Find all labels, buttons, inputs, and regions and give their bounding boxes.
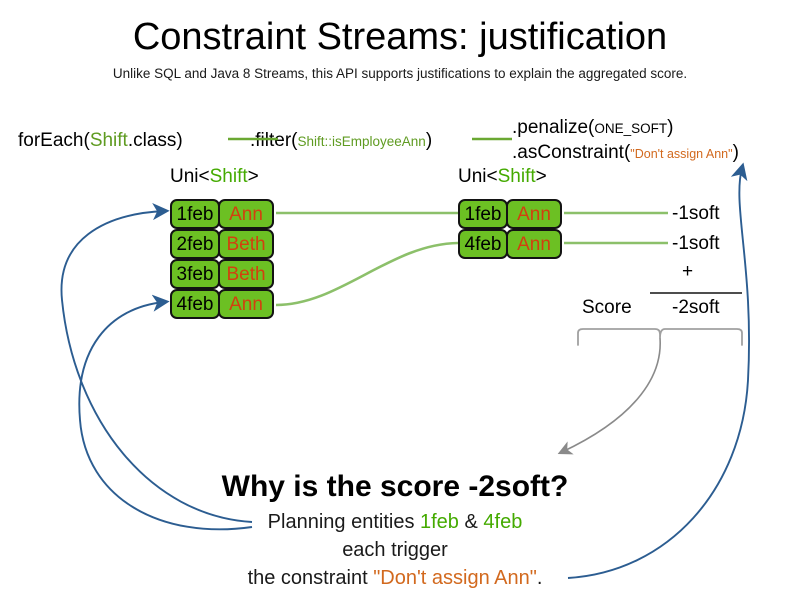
shift-employee: Beth [218, 229, 274, 259]
explanation-line-3: the constraint "Don't assign Ann". [0, 567, 795, 590]
sum-operator: + [682, 261, 694, 282]
connector-left-4feb-to-right-4feb [275, 241, 459, 307]
table-row[interactable]: 2feb Beth [170, 229, 274, 259]
uni-label-right: Uni<Shift> [458, 166, 547, 188]
expl-entity-4feb: 4feb [483, 511, 523, 533]
uni-right-type: Shift [497, 166, 536, 187]
page-title: Constraint Streams: justification [132, 16, 668, 58]
uni-left-type: Shift [209, 166, 248, 187]
expl-constraint-name: "Don't assign Ann" [373, 567, 537, 589]
expl-1-prefix: Planning entities [267, 511, 420, 533]
table-row[interactable]: 4feb Ann [170, 289, 274, 319]
expl-1-amp: & [458, 511, 484, 533]
code-filter-prefix: .filter( [250, 130, 298, 151]
code-filter-suffix: ) [425, 130, 433, 151]
shift-employee: Ann [506, 229, 562, 259]
code-asconstraint-suffix: ) [732, 142, 739, 163]
score-brace [577, 328, 743, 346]
code-asconstraint: .asConstraint("Don't assign Ann") [512, 143, 739, 163]
table-row[interactable]: 1feb Ann [170, 199, 274, 229]
code-penalize-suffix: ) [667, 117, 674, 138]
shift-date: 4feb [458, 229, 508, 259]
code-filter: .filter(Shift::isEmployeeAnn) [250, 131, 432, 151]
shift-date: 1feb [170, 199, 220, 229]
shift-employee: Ann [218, 199, 274, 229]
shift-date: 4feb [170, 289, 220, 319]
score-label: Score [582, 297, 632, 318]
code-foreach-prefix: forEach( [18, 130, 90, 151]
code-asconstraint-prefix: .asConstraint( [512, 142, 631, 163]
shift-employee: Ann [218, 289, 274, 319]
code-asconstraint-arg: "Don't assign Ann" [630, 147, 733, 161]
shift-employee: Beth [218, 259, 274, 289]
sum-divider-line [650, 292, 742, 294]
code-foreach-suffix: .class) [127, 130, 183, 151]
uni-left-suffix: > [247, 166, 259, 187]
code-penalize-arg: ONE_SOFT [594, 121, 668, 136]
penalty-value-2: -1soft [672, 233, 720, 254]
uni-right-prefix: Uni< [458, 166, 498, 187]
code-foreach-type: Shift [89, 130, 128, 151]
uni-left-prefix: Uni< [170, 166, 210, 187]
shift-date: 3feb [170, 259, 220, 289]
page-subtitle: Unlike SQL and Java 8 Streams, this API … [112, 66, 688, 81]
penalty-value-1: -1soft [672, 203, 720, 224]
shift-employee: Ann [506, 199, 562, 229]
uni-label-left: Uni<Shift> [170, 166, 259, 188]
code-penalize-prefix: .penalize( [512, 117, 595, 138]
explanation-line-2: each trigger [342, 539, 448, 561]
explanation-heading: Why is the score -2soft? [221, 470, 569, 503]
uni-right-suffix: > [535, 166, 547, 187]
expl-entity-1feb: 1feb [420, 511, 459, 533]
shift-date: 2feb [170, 229, 220, 259]
code-filter-arg: Shift::isEmployeeAnn [297, 134, 426, 149]
code-foreach: forEach(Shift.class) [18, 131, 183, 151]
expl-3-prefix: the constraint [247, 567, 374, 589]
explanation-line-1: Planning entities 1feb & 4feb [0, 511, 795, 534]
code-penalize: .penalize(ONE_SOFT) [512, 118, 673, 138]
table-row[interactable]: 4feb Ann [458, 229, 562, 259]
brace-to-explanation-arrow [557, 337, 661, 455]
table-row[interactable]: 1feb Ann [458, 199, 562, 229]
shift-date: 1feb [458, 199, 508, 229]
table-row[interactable]: 3feb Beth [170, 259, 274, 289]
expl-3-suffix: . [536, 567, 543, 589]
score-total: -2soft [672, 297, 720, 318]
